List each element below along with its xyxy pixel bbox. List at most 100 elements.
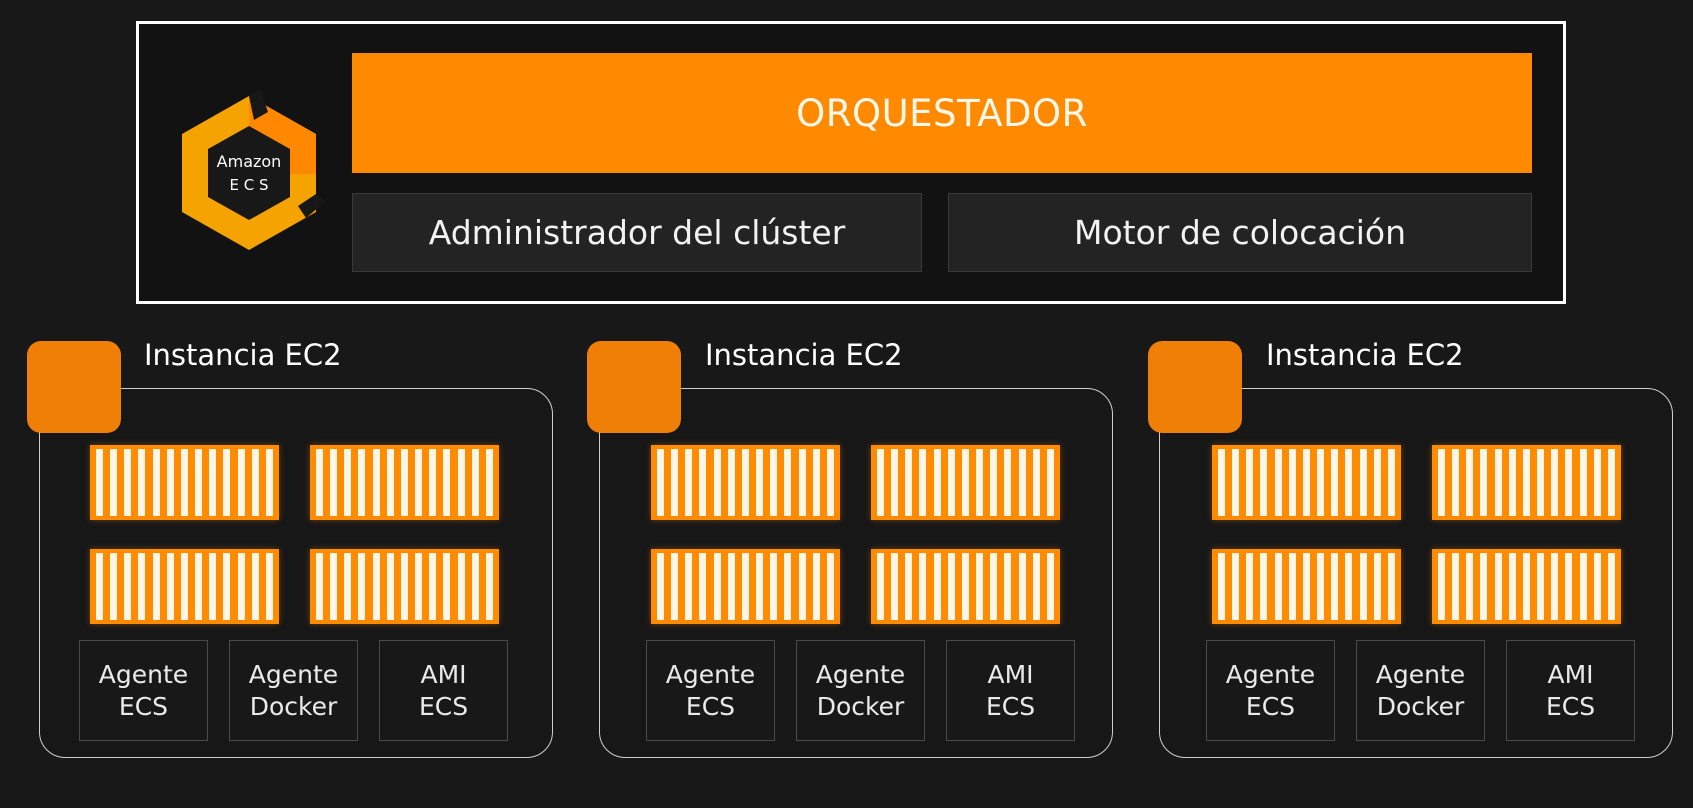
container-slat <box>251 553 259 620</box>
container-slat <box>415 449 423 516</box>
container-slat <box>316 449 323 516</box>
container-slat <box>110 553 118 620</box>
container-slat <box>891 553 899 620</box>
docker-agent-box: Agente Docker <box>796 640 925 741</box>
container-slat <box>877 553 884 620</box>
container-slat <box>961 553 969 620</box>
container-slat <box>330 449 338 516</box>
container-slat <box>1579 553 1587 620</box>
container-slat <box>1317 553 1325 620</box>
container-slat <box>330 553 338 620</box>
container-slat <box>1494 553 1502 620</box>
container-slat <box>933 449 941 516</box>
docker-agent-box: Agente Docker <box>229 640 358 741</box>
container-slat <box>209 449 217 516</box>
container-slat <box>429 449 437 516</box>
container-slat <box>1288 449 1296 516</box>
container-slat <box>1345 449 1353 516</box>
container-slat <box>344 553 352 620</box>
container-slat <box>905 449 913 516</box>
container-slat <box>1579 449 1587 516</box>
container-slat <box>1452 553 1460 620</box>
container-slat <box>699 449 707 516</box>
container-slat <box>990 449 998 516</box>
container-slat <box>1607 553 1615 620</box>
container-slat <box>798 553 806 620</box>
container-slat <box>1246 449 1254 516</box>
ec2-instance-label: Instancia EC2 <box>705 338 903 372</box>
logo-text-ecs: E C S <box>229 176 268 194</box>
container-icon <box>651 549 840 624</box>
container-slat <box>1359 553 1367 620</box>
container-slat <box>1232 449 1240 516</box>
container-slat <box>124 553 132 620</box>
container-slat <box>1438 553 1445 620</box>
container-slat <box>166 553 174 620</box>
container-slat <box>471 553 479 620</box>
container-slat <box>195 553 203 620</box>
container-slat <box>1004 553 1012 620</box>
container-slat <box>976 553 984 620</box>
container-icon <box>871 549 1060 624</box>
container-slat <box>237 553 245 620</box>
container-slat <box>1018 449 1026 516</box>
ecs-agent-box: Agente ECS <box>79 640 208 741</box>
container-slat <box>1508 449 1516 516</box>
container-slat <box>209 553 217 620</box>
container-slat <box>1480 553 1488 620</box>
container-slat <box>784 553 792 620</box>
container-slat <box>657 553 664 620</box>
container-slat <box>877 449 884 516</box>
container-slat <box>1565 553 1573 620</box>
container-slat <box>671 449 679 516</box>
container-slat <box>1565 449 1573 516</box>
container-slat <box>96 553 103 620</box>
container-slat <box>657 449 664 516</box>
container-slat <box>1387 553 1395 620</box>
container-slat <box>1387 449 1395 516</box>
ec2-instance-label: Instancia EC2 <box>1266 338 1464 372</box>
container-slat <box>124 449 132 516</box>
container-slat <box>1373 553 1381 620</box>
container-slat <box>316 553 323 620</box>
container-slat <box>1537 553 1545 620</box>
container-slat <box>1274 553 1282 620</box>
container-slat <box>1522 449 1530 516</box>
container-slat <box>1593 553 1601 620</box>
container-slat <box>152 553 160 620</box>
container-slat <box>1607 449 1615 516</box>
container-slat <box>1046 553 1054 620</box>
container-slat <box>933 553 941 620</box>
container-slat <box>372 553 380 620</box>
container-slat <box>429 553 437 620</box>
container-slat <box>485 449 493 516</box>
container-slat <box>1508 553 1516 620</box>
container-icon <box>310 445 499 520</box>
docker-agent-box: Agente Docker <box>1356 640 1485 741</box>
container-slat <box>727 553 735 620</box>
ec2-instance-icon <box>1148 341 1242 433</box>
container-slat <box>713 449 721 516</box>
container-icon <box>90 445 279 520</box>
container-slat <box>812 449 820 516</box>
container-slat <box>265 449 273 516</box>
container-slat <box>443 553 451 620</box>
container-slat <box>826 553 834 620</box>
cluster-manager-box: Administrador del clúster <box>352 193 922 272</box>
container-slat <box>386 553 394 620</box>
container-slat <box>1551 553 1559 620</box>
container-slat <box>1246 553 1254 620</box>
container-slat <box>400 553 408 620</box>
ecs-agent-box: Agente ECS <box>1206 640 1335 741</box>
container-slat <box>96 449 103 516</box>
container-slat <box>919 553 927 620</box>
container-slat <box>400 449 408 516</box>
container-slat <box>180 553 188 620</box>
container-slat <box>1232 553 1240 620</box>
container-slat <box>166 449 174 516</box>
ec2-instance-label: Instancia EC2 <box>144 338 342 372</box>
container-slat <box>1218 553 1225 620</box>
container-slat <box>905 553 913 620</box>
container-slat <box>713 553 721 620</box>
container-slat <box>1480 449 1488 516</box>
